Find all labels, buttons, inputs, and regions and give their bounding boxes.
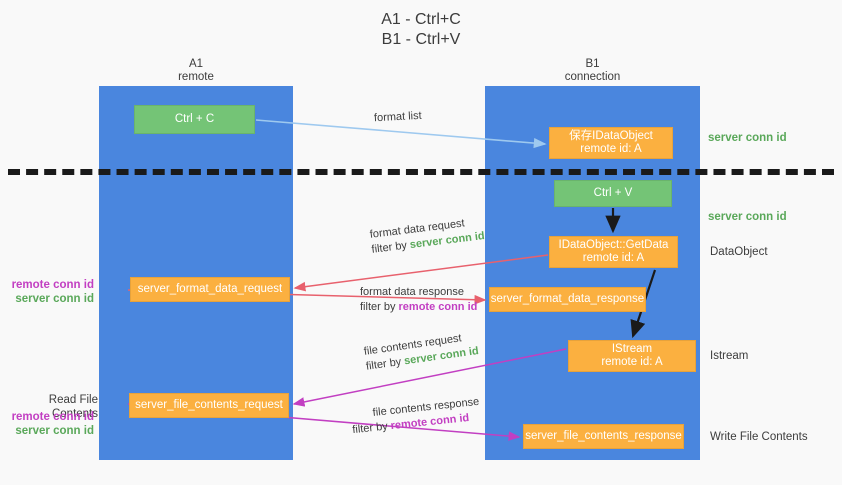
annotation-remote-conn-id-lower: remote conn id <box>11 411 94 423</box>
edge-label-file-contents-request: file contents request filter by server c… <box>363 329 480 375</box>
filter-prefix: filter by <box>360 301 399 313</box>
box-idataobject-getdata[interactable]: IDataObject::GetData remote id: A <box>549 236 678 268</box>
box-server-format-data-request[interactable]: server_format_data_request <box>130 277 290 302</box>
box-server-file-contents-request[interactable]: server_file_contents_request <box>129 393 289 418</box>
box-save-idataobject[interactable]: 保存IDataObject remote id: A <box>549 127 673 159</box>
annotation-istream: Istream <box>710 350 749 362</box>
box-server-file-contents-response[interactable]: server_file_contents_response <box>523 424 684 449</box>
edge-label-format-data-request: format data request filter by server con… <box>369 214 486 258</box>
column-header-b1: B1 connection <box>564 58 621 83</box>
filter-prefix: filter by <box>370 239 411 256</box>
edge-label-format-list: format list <box>373 109 422 125</box>
annotation-server-conn-id-top: server conn id <box>708 132 787 144</box>
box-server-format-data-response[interactable]: server_format_data_response <box>489 287 646 312</box>
box-ctrl-v[interactable]: Ctrl + V <box>554 180 672 207</box>
annotation-read-file-contents: Read File Contents <box>48 394 98 420</box>
annotation-remote-conn-id-upper: remote conn id <box>11 279 94 291</box>
phase-divider <box>8 169 834 175</box>
filter-value-remote-conn-id: remote conn id <box>398 301 478 313</box>
edge-label-format-data-response-filter: filter by remote conn id <box>360 300 477 315</box>
column-header-a1: A1 remote <box>178 58 214 83</box>
edge-label-file-contents-response: file contents response filter by remote … <box>352 395 482 436</box>
edge-label-format-data-response: format data response filter by remote co… <box>360 285 477 315</box>
annotation-server-conn-id-lower: server conn id <box>15 425 94 437</box>
filter-prefix: filter by <box>351 420 392 437</box>
edge-label-format-data-response-main: format data response <box>360 286 464 298</box>
annotation-server-conn-id-mid: server conn id <box>708 211 787 223</box>
annotation-dataobject: DataObject <box>710 246 768 258</box>
annotation-write-file-contents: Write File Contents <box>710 431 808 443</box>
box-istream[interactable]: IStream remote id: A <box>568 340 696 372</box>
page-title: A1 - Ctrl+C B1 - Ctrl+V <box>381 11 461 48</box>
filter-prefix: filter by <box>365 355 406 373</box>
box-ctrl-c[interactable]: Ctrl + C <box>134 105 255 134</box>
annotation-server-conn-id-upper: server conn id <box>15 293 94 305</box>
